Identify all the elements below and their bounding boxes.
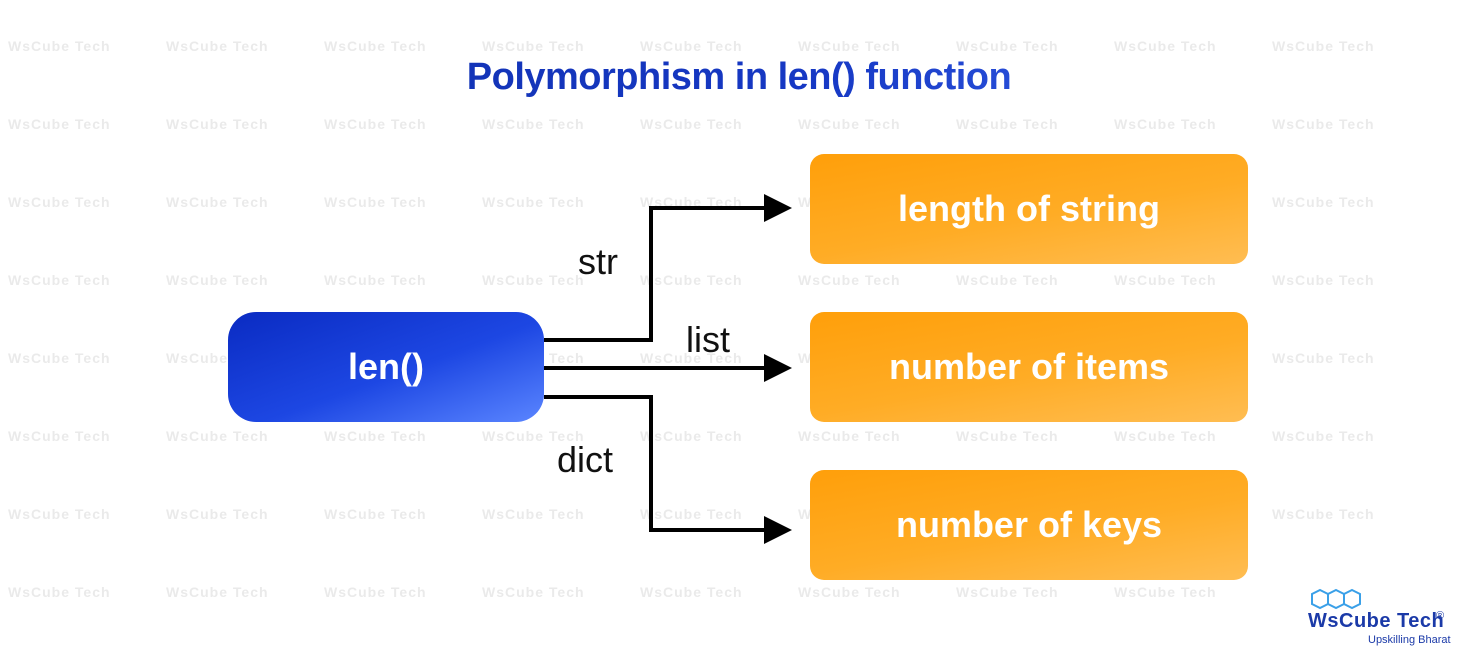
len-function-node: len() <box>228 312 544 422</box>
watermark-text: WsCube Tech <box>324 116 427 132</box>
watermark-text: WsCube Tech <box>956 428 1059 444</box>
edge-label-str: str <box>578 241 618 282</box>
watermark-text: WsCube Tech <box>640 38 743 54</box>
arrowhead-dict <box>764 516 792 544</box>
watermark-text: WsCube Tech <box>8 584 111 600</box>
watermark-text: WsCube Tech <box>1272 350 1375 366</box>
watermark-text: WsCube Tech <box>324 38 427 54</box>
len-function-label: len() <box>348 346 424 387</box>
watermark-text: WsCube Tech <box>166 506 269 522</box>
diagram-title: Polymorphism in len() function <box>0 56 1478 99</box>
watermark-text: WsCube Tech <box>1272 506 1375 522</box>
connector-str <box>544 206 764 342</box>
watermark-text: WsCube Tech <box>640 584 743 600</box>
watermark-text: WsCube Tech <box>482 38 585 54</box>
watermark-text: WsCube Tech <box>324 506 427 522</box>
watermark-text: WsCube Tech <box>8 116 111 132</box>
watermark-text: WsCube Tech <box>8 428 111 444</box>
watermark-text: WsCube Tech <box>1272 194 1375 210</box>
watermark-text: WsCube Tech <box>956 38 1059 54</box>
watermark-text: WsCube Tech <box>1272 272 1375 288</box>
watermark-text: WsCube Tech <box>166 38 269 54</box>
watermark-text: WsCube Tech <box>8 38 111 54</box>
arrowhead-str <box>764 194 792 222</box>
watermark-text: WsCube Tech <box>1114 584 1217 600</box>
brand-tagline: Upskilling Bharat <box>1368 634 1451 646</box>
watermark-text: WsCube Tech <box>324 584 427 600</box>
watermark-text: WsCube Tech <box>640 506 743 522</box>
watermark-text: WsCube Tech <box>956 116 1059 132</box>
watermark-text: WsCube Tech <box>798 38 901 54</box>
hexagon-logo-icon <box>1311 588 1361 610</box>
watermark-text: WsCube Tech <box>798 428 901 444</box>
watermark-text: WsCube Tech <box>166 584 269 600</box>
watermark-text: WsCube Tech <box>1272 428 1375 444</box>
watermark-text: WsCube Tech <box>640 272 743 288</box>
watermark-text: WsCube Tech <box>324 194 427 210</box>
watermark-text: WsCube Tech <box>482 272 585 288</box>
watermark-text: WsCube Tech <box>324 272 427 288</box>
result-label-items: number of items <box>888 346 1170 387</box>
watermark-text: WsCube Tech <box>1114 38 1217 54</box>
watermark-text: WsCube Tech <box>8 272 111 288</box>
watermark-text: WsCube Tech <box>1114 428 1217 444</box>
watermark-text: WsCube Tech <box>798 272 901 288</box>
watermark-text: WsCube Tech <box>166 116 269 132</box>
watermark-text: WsCube Tech <box>956 584 1059 600</box>
watermark-text: WsCube Tech <box>640 428 743 444</box>
watermark-text: WsCube Tech <box>8 506 111 522</box>
watermark-text: WsCube Tech <box>640 350 743 366</box>
watermark-text: WsCube Tech <box>1114 272 1217 288</box>
connector-dict <box>544 395 764 532</box>
result-node-items: number of items <box>810 312 1248 422</box>
registered-mark: ® <box>1436 610 1445 622</box>
watermark-text: WsCube Tech <box>482 428 585 444</box>
watermark-text: WsCube Tech <box>798 584 901 600</box>
watermark-text: WsCube Tech <box>1272 38 1375 54</box>
watermark-text: WsCube Tech <box>8 350 111 366</box>
watermark-text: WsCube Tech <box>640 116 743 132</box>
result-node-keys: number of keys <box>810 470 1248 580</box>
watermark-text: WsCube Tech <box>482 584 585 600</box>
watermark-text: WsCube Tech <box>166 194 269 210</box>
watermark-text: WsCube Tech <box>482 506 585 522</box>
edge-label-dict: dict <box>557 439 614 480</box>
watermark-text: WsCube Tech <box>482 116 585 132</box>
watermark-text: WsCube Tech <box>166 428 269 444</box>
brand-logo: WsCube Tech ® Upskilling Bharat <box>1300 586 1460 656</box>
watermark-text: WsCube Tech <box>798 116 901 132</box>
watermark-text: WsCube Tech <box>1272 116 1375 132</box>
brand-name: WsCube Tech <box>1308 610 1445 632</box>
watermark-text: WsCube Tech <box>8 194 111 210</box>
result-node-string: length of string <box>810 154 1248 264</box>
watermark-text: WsCube Tech <box>1114 116 1217 132</box>
watermark-text: WsCube Tech <box>324 428 427 444</box>
result-label-string: length of string <box>898 188 1160 229</box>
watermark-text: WsCube Tech <box>482 194 585 210</box>
watermark-text: WsCube Tech <box>166 272 269 288</box>
edge-label-list: list <box>686 319 730 360</box>
arrowhead-list <box>764 354 792 382</box>
result-label-keys: number of keys <box>895 504 1163 545</box>
watermark-text: WsCube Tech <box>956 272 1059 288</box>
